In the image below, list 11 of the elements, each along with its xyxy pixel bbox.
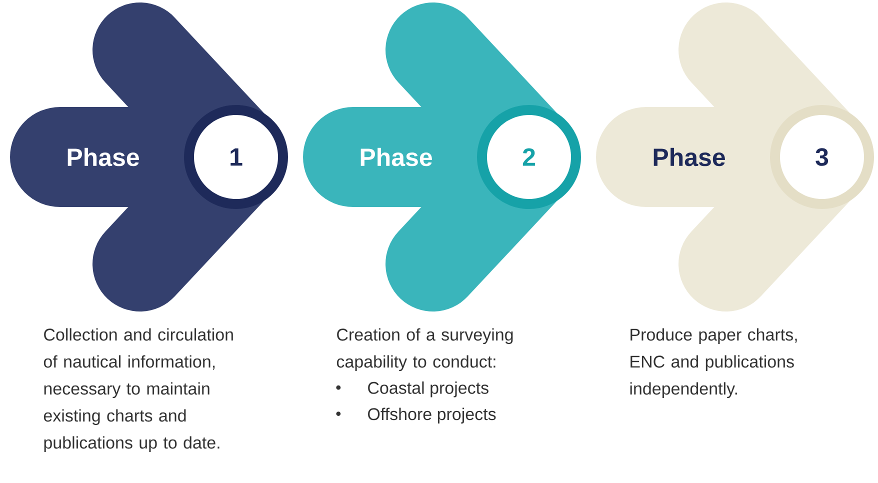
- node-label: 2: [522, 148, 535, 166]
- description-text: Produce paper charts, ENC and publications independently.: [630, 328, 797, 398]
- node-label: Phase: [360, 148, 432, 166]
- bullet-item: Offshore projects: [336, 408, 496, 424]
- node-label: Phase: [68, 148, 139, 166]
- node-label: 1: [230, 148, 242, 166]
- node-label: 3: [816, 148, 828, 166]
- description-text: Collection and circulation of nautical information, necessary to maintain existing charts and publications up to date.: [44, 328, 233, 452]
- description-text: Creation of a surveying capability to conduct:: [336, 328, 513, 372]
- node-label: Phase: [654, 148, 725, 166]
- bullet-item: Coastal projects: [336, 381, 488, 398]
